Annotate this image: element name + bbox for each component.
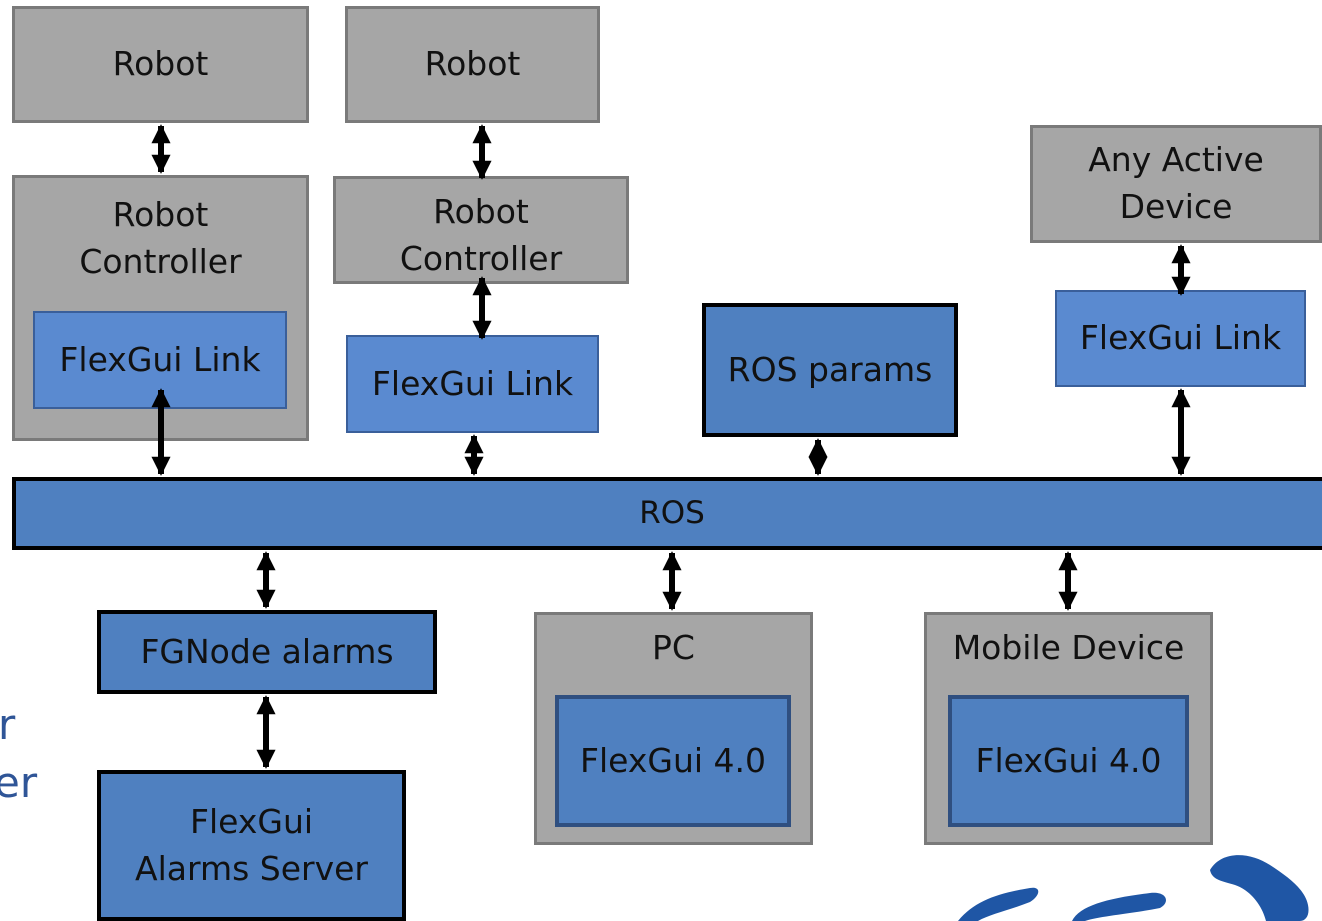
flexgui-pc-box: FlexGui 4.0 (555, 695, 791, 827)
side-text-line-2: er (0, 758, 38, 807)
flexgui-link-box-3: FlexGui Link (1055, 290, 1306, 387)
pc-label: PC (652, 628, 695, 667)
flexgui-alarms-server-label: FlexGui Alarms Server (135, 801, 368, 888)
flexgui-alarms-server-box: FlexGui Alarms Server (97, 770, 406, 921)
mobile-device-label: Mobile Device (952, 628, 1185, 667)
flexgui-mobile-box: FlexGui 4.0 (948, 695, 1189, 827)
robot-controller-label-1: Robot Controller (79, 195, 242, 281)
robot-controller-label-2: Robot Controller (399, 192, 563, 278)
any-active-device-box: Any Active Device (1030, 125, 1322, 243)
any-active-device-label: Any Active Device (1088, 140, 1264, 226)
side-text-line-1: r (0, 700, 16, 749)
robot-arm-logo-icon (958, 855, 1309, 921)
fgnode-alarms-box: FGNode alarms (97, 610, 437, 694)
ros-bus: ROS (12, 477, 1322, 550)
robot-box-1: Robot (12, 6, 309, 123)
robot-box-2: Robot (345, 6, 600, 123)
ros-params-box: ROS params (702, 303, 958, 437)
